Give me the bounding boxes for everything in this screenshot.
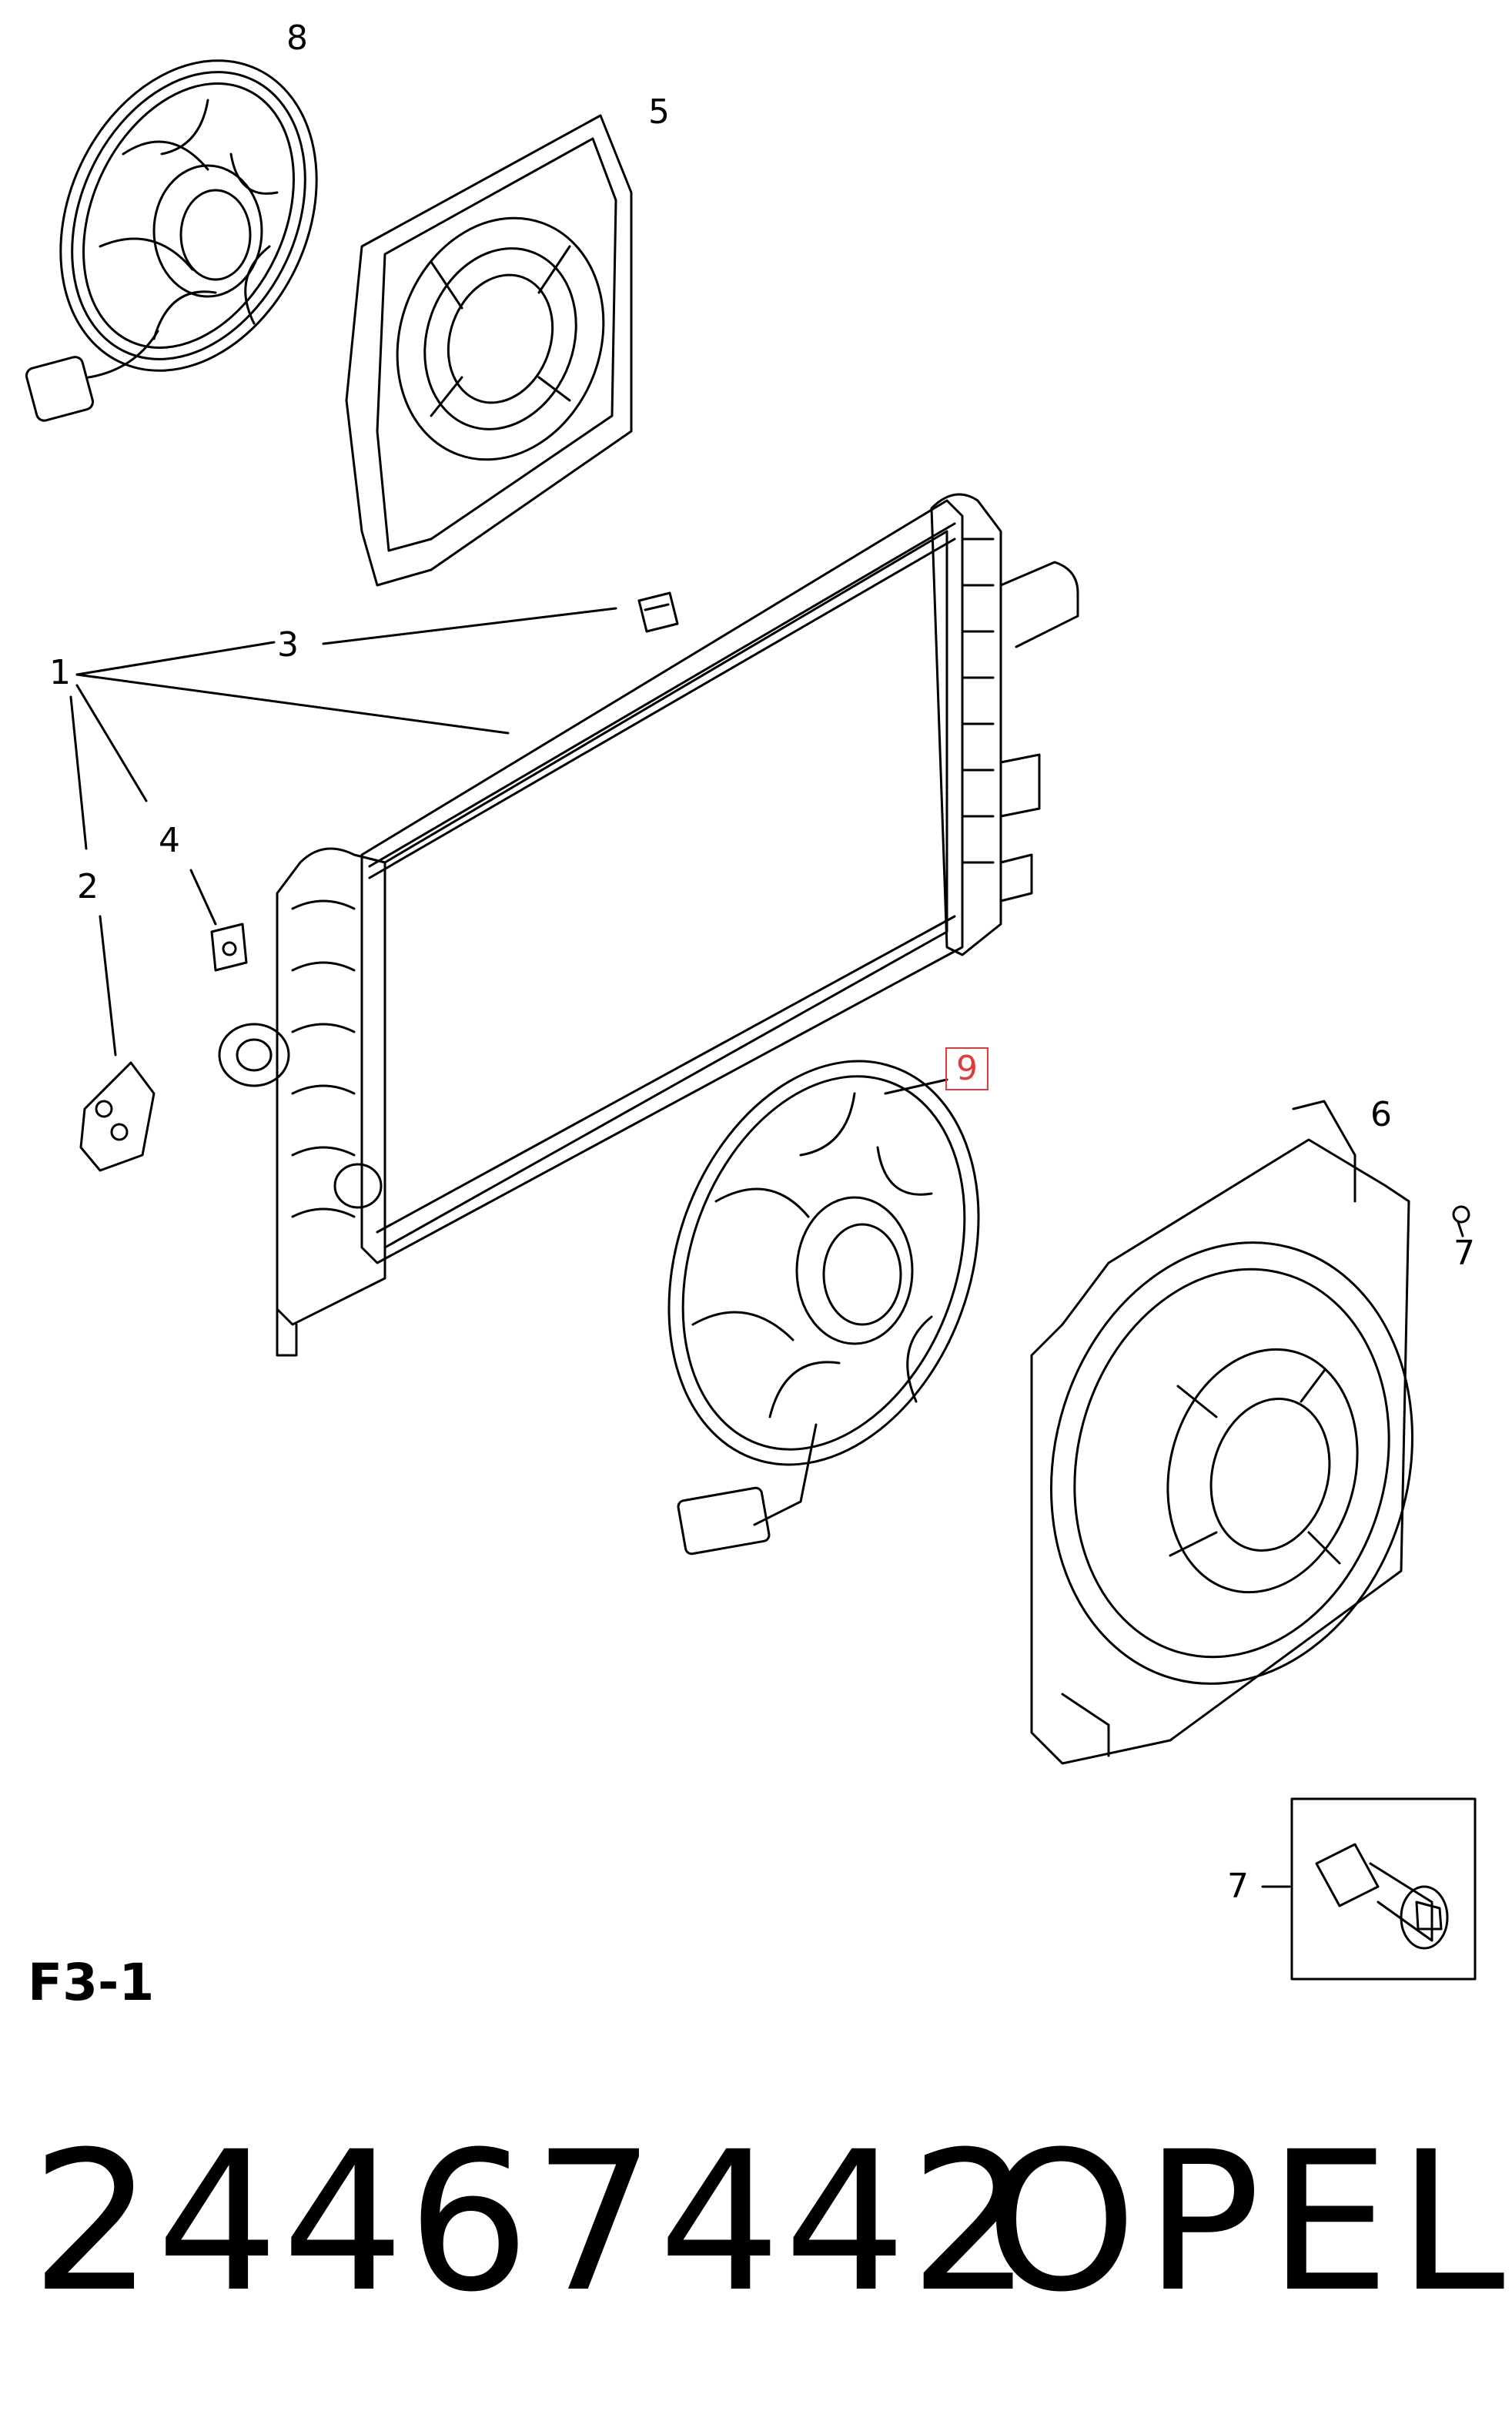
part-number: 24467442 xyxy=(31,2110,1035,2334)
callout-3: 3 xyxy=(277,625,299,665)
fan-assembly-upper xyxy=(25,59,318,422)
clip-upper xyxy=(637,591,679,633)
fan-shroud-upper xyxy=(345,114,633,587)
bolt-detail-box xyxy=(1261,1797,1477,1981)
rubber-mount xyxy=(79,1061,156,1172)
bolt-small xyxy=(1452,1205,1470,1237)
callout-5: 5 xyxy=(648,92,670,132)
leader-lines xyxy=(69,607,948,1095)
callout-8: 8 xyxy=(286,18,308,58)
callout-7-detail: 7 xyxy=(1227,1867,1249,1906)
exploded-diagram xyxy=(25,59,1477,1981)
callout-6: 6 xyxy=(1370,1095,1392,1134)
radiator xyxy=(218,493,1079,1357)
fan-assembly-lower xyxy=(667,1060,980,1556)
callout-4: 4 xyxy=(159,821,180,860)
bracket xyxy=(210,923,248,972)
brand-name: OPEL xyxy=(985,2110,1512,2334)
figure-code: F3-1 xyxy=(28,1953,155,2012)
callout-2: 2 xyxy=(77,867,99,906)
callout-7-upper: 7 xyxy=(1453,1234,1475,1273)
callout-1: 1 xyxy=(49,653,71,692)
footer: 24467442 OPEL xyxy=(31,2110,1505,2356)
callout-9-highlighted: 9 xyxy=(945,1047,988,1090)
fan-shroud-lower xyxy=(1030,1100,1413,1765)
